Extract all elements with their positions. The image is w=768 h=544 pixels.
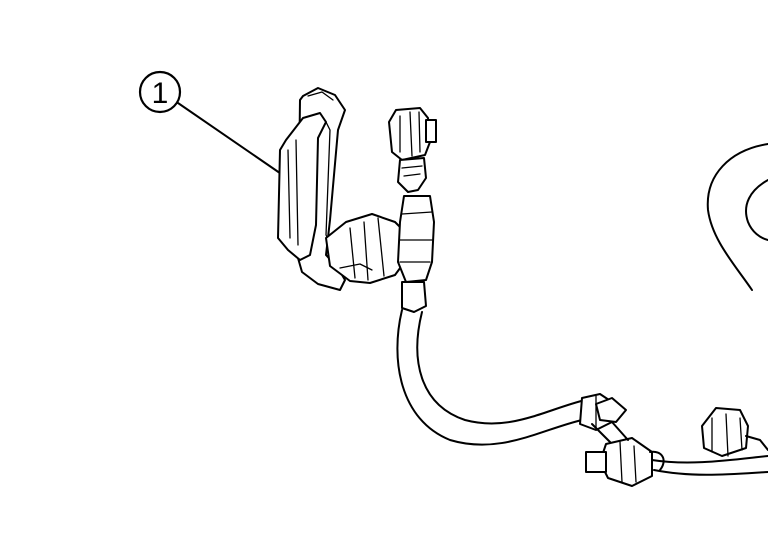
sensor-bracket bbox=[277, 87, 407, 291]
callout-circle bbox=[138, 70, 182, 114]
callout-number: 1 bbox=[152, 77, 169, 110]
body-panel-outline bbox=[706, 143, 768, 291]
leader-line bbox=[177, 102, 291, 181]
harness-connector-right bbox=[701, 407, 768, 457]
harness-connector-upper bbox=[388, 107, 437, 193]
callout-1: 1 bbox=[138, 70, 293, 184]
wire-harness bbox=[396, 195, 768, 487]
